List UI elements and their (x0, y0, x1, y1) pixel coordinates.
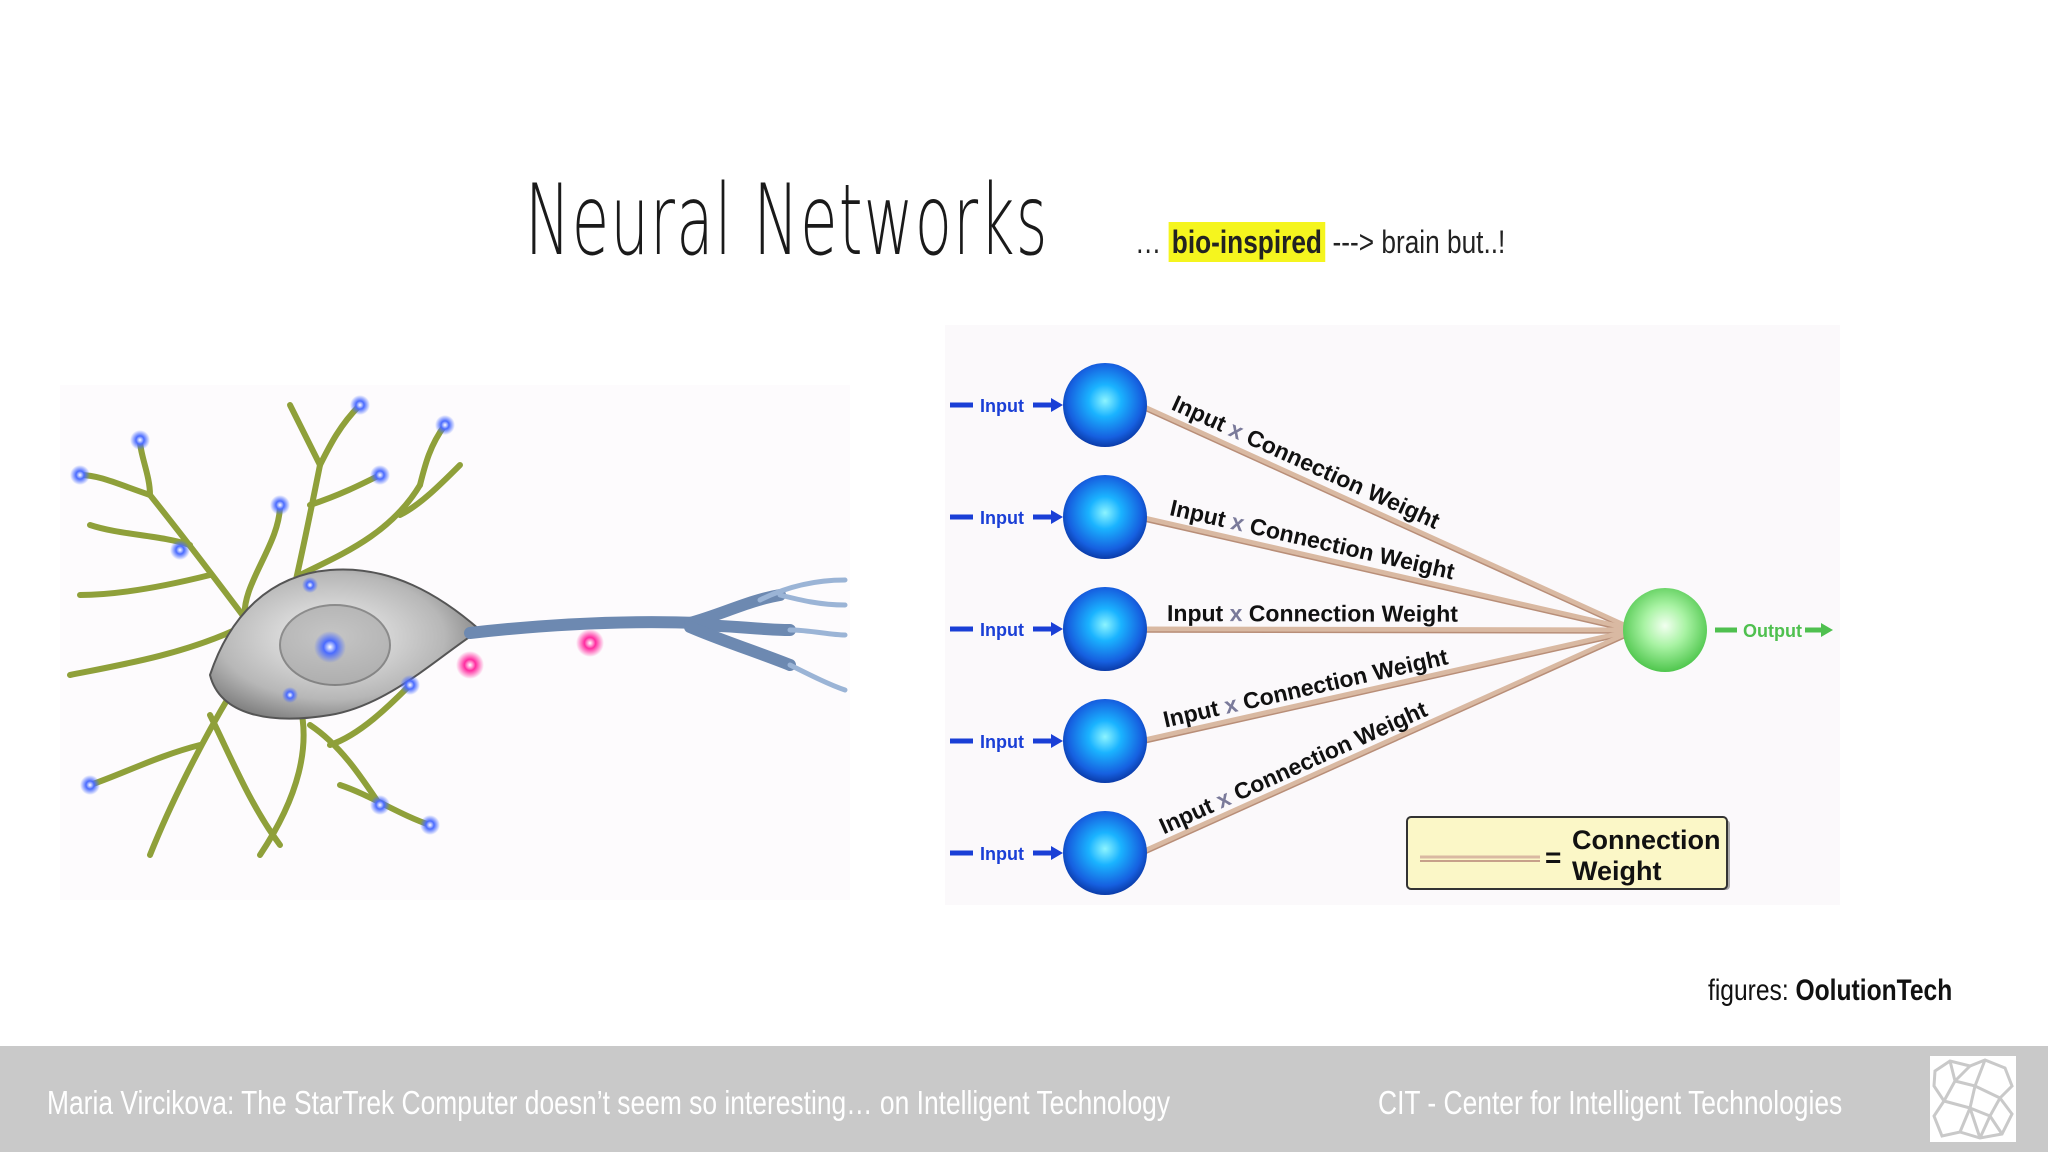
input-arrow-head (1051, 622, 1063, 636)
input-node (1063, 587, 1147, 671)
subtitle-prefix: … (1135, 224, 1162, 260)
synapse-glow (370, 795, 390, 815)
output-arrow-head (1821, 623, 1833, 637)
input-label: Input (980, 508, 1024, 528)
output-label: Output (1743, 621, 1802, 641)
slide-title: Neural Networks (525, 164, 1049, 278)
legend: = Connection Weight (1406, 816, 1730, 890)
synapse-glow (80, 775, 100, 795)
legend-box (1406, 816, 1728, 890)
axon-terminals (757, 577, 848, 693)
synapse-glow (350, 395, 370, 415)
input-arrow-head (1051, 398, 1063, 412)
subtitle-highlight: bio-inspired (1168, 222, 1326, 262)
neuron-illustration (60, 385, 850, 900)
footer-left-text: Maria Vircikova: The StarTrek Computer d… (47, 1084, 1171, 1121)
connection-edge (1138, 627, 1637, 856)
cit-logo-icon (1930, 1056, 2016, 1142)
synapse-glow (130, 430, 150, 450)
edge-label-weight: Connection Weight (1249, 600, 1459, 626)
legend-equals: = (1545, 842, 1561, 873)
input-label: Input (980, 396, 1024, 416)
neuron-drawing (67, 395, 848, 858)
input-node (1063, 475, 1147, 559)
synapse-glow (370, 465, 390, 485)
synapse-glow (576, 629, 604, 657)
credit-prefix: figures: (1708, 974, 1789, 1007)
synapse-glow (282, 687, 298, 703)
synapse-glow (420, 815, 440, 835)
connection-edge (1139, 627, 1636, 744)
synapse-glow (270, 495, 290, 515)
output-node (1623, 588, 1707, 672)
slide-subtitle: … bio-inspired ---> brain but..! (1135, 222, 1506, 262)
input-arrow-head (1051, 846, 1063, 860)
footer-right-text: CIT - Center for Intelligent Technologie… (1378, 1084, 1843, 1121)
input-arrow-head (1051, 510, 1063, 524)
synapse-glow (302, 577, 318, 593)
subtitle-suffix: ---> brain but..! (1332, 224, 1506, 260)
synapse-glows (70, 395, 604, 835)
edge-label-op: x (1230, 600, 1249, 626)
connection-edge-shade (1139, 407, 1636, 634)
connection-edge-shade (1139, 519, 1636, 634)
edge-label-input: Input (1167, 600, 1230, 626)
legend-line2: Weight (1572, 856, 1662, 886)
legend-line1: Connection (1572, 825, 1721, 855)
input-label: Input (980, 732, 1024, 752)
input-label: Input (980, 844, 1024, 864)
input-label: Input (980, 620, 1024, 640)
input-arrow-head (1051, 734, 1063, 748)
footer-bar (0, 1046, 2048, 1152)
axon (464, 589, 796, 671)
nucleolus (314, 631, 346, 663)
synapse-glow (70, 465, 90, 485)
input-node (1063, 811, 1147, 895)
synapse-glow (400, 675, 420, 695)
title-wrap: Neural Networks (525, 120, 1370, 270)
credit-name: OolutionTech (1795, 974, 1953, 1007)
synapse-glow (170, 540, 190, 560)
connection-edge-shade (1139, 632, 1636, 745)
connection-edge-shade (1139, 632, 1636, 857)
input-node (1063, 699, 1147, 783)
connection-edge-shade (1139, 631, 1636, 634)
synapse-glow (456, 651, 484, 679)
input-node (1063, 363, 1147, 447)
synapse-glow (435, 415, 455, 435)
connection-edge (1138, 402, 1637, 633)
edge-label: Input x Connection Weight (1167, 600, 1458, 627)
connection-edge (1139, 626, 1636, 633)
connection-edge (1139, 514, 1636, 633)
figure-credit: figures: OolutionTech (1708, 974, 1952, 1008)
